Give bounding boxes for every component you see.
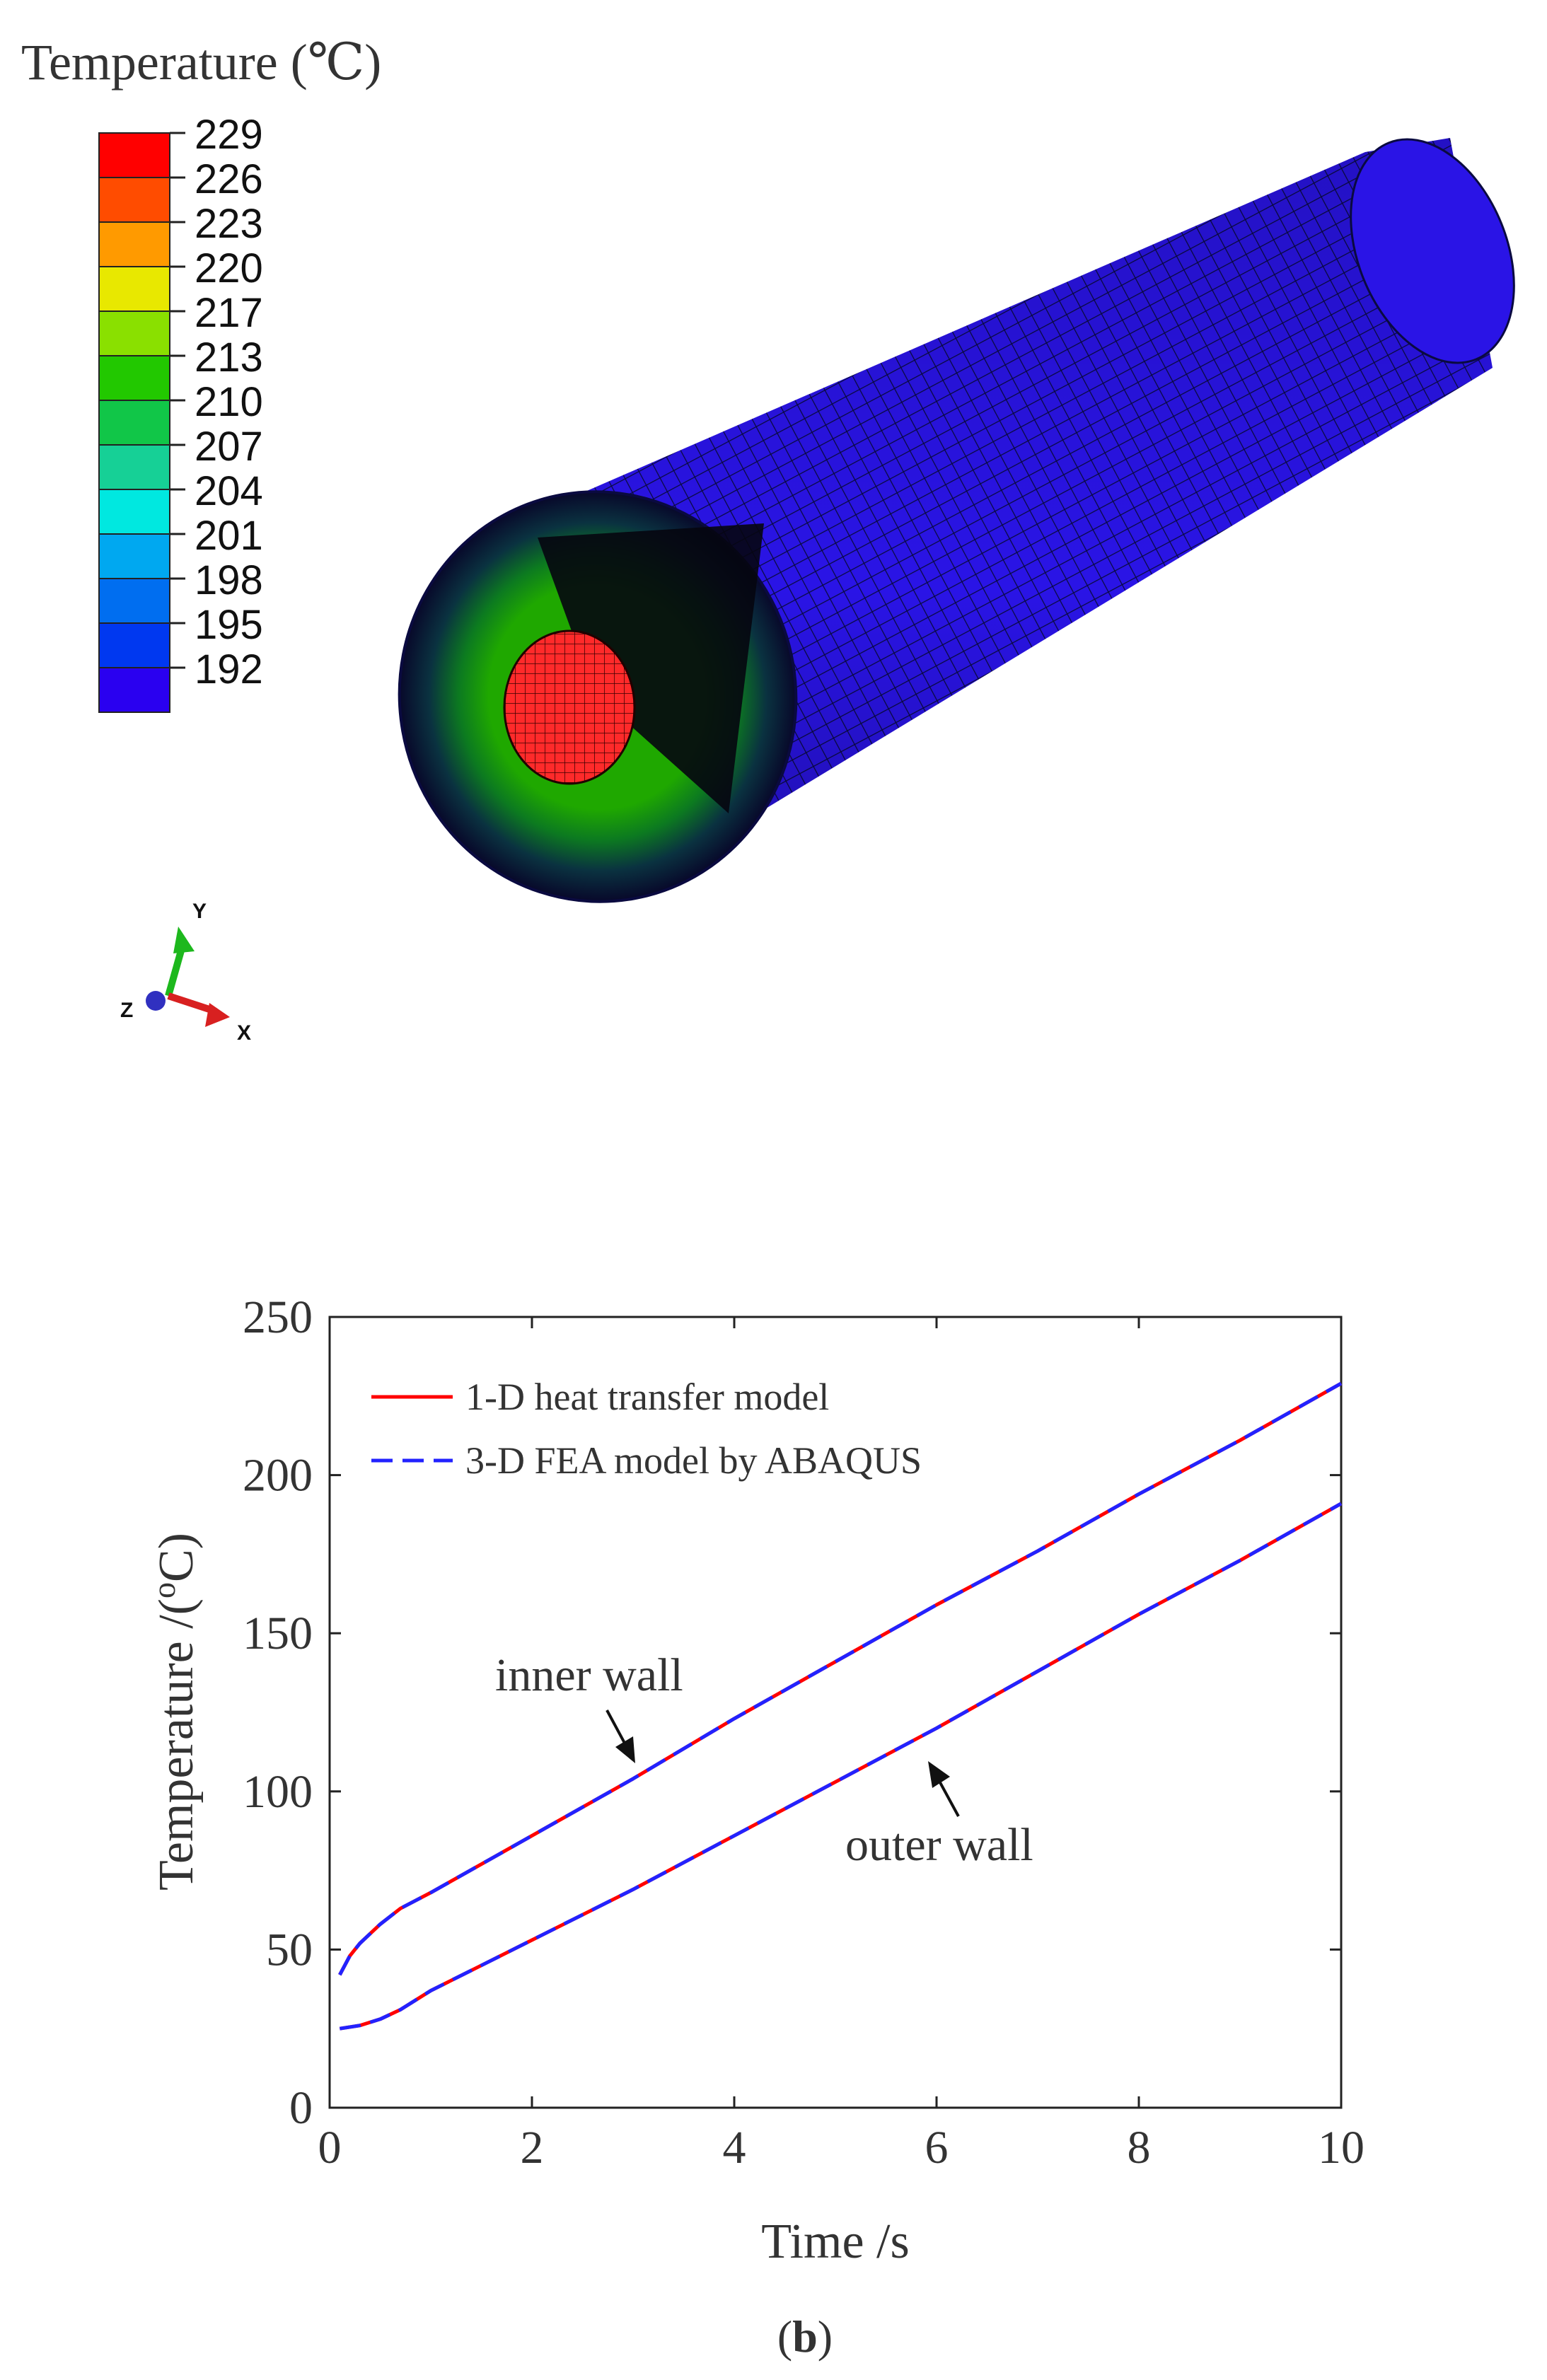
axis-x-label: X — [237, 1021, 251, 1045]
x-axis-label: Time /s — [761, 2214, 909, 2269]
y-tick-label: 100 — [243, 1766, 313, 1818]
panel-b-caption-letter: b — [792, 2311, 818, 2362]
pipe-far-end — [1350, 138, 1515, 364]
axis-y-label: Y — [192, 900, 207, 923]
legend-tick-label: 217 — [195, 290, 263, 336]
legend-tick-label: 213 — [195, 335, 263, 381]
hot-core — [503, 629, 636, 785]
chart-legend: 1-D heat transfer model 3-D FEA model by… — [371, 1376, 922, 1482]
legend-tick-label: 204 — [195, 468, 263, 514]
arrow-inner-wall-head — [615, 1736, 635, 1763]
legend-title: Temperature (℃) — [21, 34, 381, 91]
legend-tick-label: 220 — [195, 245, 263, 291]
x-tick-label: 0 — [318, 2122, 342, 2173]
panel-a-caption-letter: a — [763, 1097, 785, 1103]
x-tick-label: 8 — [1128, 2122, 1151, 2173]
legend-swatch-12 — [98, 667, 170, 713]
pipe-model — [398, 138, 1515, 903]
y-axis-label-sup: o — [146, 1582, 182, 1598]
x-tick-label: 10 — [1318, 2122, 1365, 2173]
legend-tick-label: 207 — [195, 424, 263, 470]
legend-tick-label: 198 — [195, 557, 263, 603]
z-axis-dot — [146, 991, 166, 1011]
series-line-outer-wall-3d-fea — [339, 1502, 1343, 2031]
legend-swatch-6 — [98, 400, 170, 446]
legend-swatch-9 — [98, 533, 170, 579]
legend-swatch-11 — [98, 622, 170, 668]
legend-swatch-10 — [98, 578, 170, 624]
legend-tick-label: 223 — [195, 201, 263, 247]
axis-z-label: Z — [120, 999, 133, 1022]
legend-swatch-1 — [98, 177, 170, 223]
legend-swatch-7 — [98, 444, 170, 490]
legend-tick-label: 195 — [195, 602, 263, 648]
annotation-inner-wall: inner wall — [495, 1649, 683, 1701]
series-layer — [338, 1381, 1343, 2031]
annotations: inner wall outer wall — [495, 1649, 1033, 1871]
x-tick-label: 2 — [521, 2122, 544, 2173]
y-axis-label-main: Temperature /( — [149, 1598, 204, 1891]
plot-area — [328, 1316, 1343, 2109]
legend-swatch-4 — [98, 310, 170, 356]
y-axis-label-end: C) — [149, 1533, 204, 1582]
panel-b-caption: (b) — [777, 2311, 833, 2362]
x-tick-label: 6 — [925, 2122, 949, 2173]
y-tick-label: 250 — [243, 1291, 313, 1343]
legend-swatch-0 — [98, 132, 170, 178]
legend-label-3d: 3-D FEA model by ABAQUS — [465, 1439, 922, 1482]
cutaway-wedge — [538, 523, 764, 813]
legend-swatch-3 — [98, 266, 170, 312]
arrow-outer-wall-head — [928, 1761, 950, 1788]
y-tick-label: 0 — [289, 2082, 313, 2134]
legend-tick-label: 210 — [195, 379, 263, 425]
legend-tick-label: 192 — [195, 646, 263, 692]
panel-a-figure: Temperature (℃) 229226223220217213210207… — [21, 34, 1515, 1103]
panel-a-caption: (a) — [748, 1097, 801, 1103]
legend-tick-label: 201 — [195, 513, 263, 559]
axis-triad: Y Z X — [120, 900, 251, 1045]
legend-swatch-5 — [98, 355, 170, 401]
legend-tick-label: 229 — [195, 112, 263, 158]
legend-tick-label: 226 — [195, 156, 263, 202]
y-tick-label: 200 — [243, 1450, 313, 1502]
y-axis-label: Temperature /(oC) — [146, 1533, 204, 1891]
legend-label-1d: 1-D heat transfer model — [465, 1376, 829, 1418]
y-tick-label: 150 — [243, 1608, 313, 1659]
annotation-outer-wall: outer wall — [845, 1819, 1033, 1871]
y-tick-label: 50 — [266, 1924, 313, 1975]
series-line-inner-wall-3d-fea — [338, 1381, 1343, 1976]
x-tick-label: 4 — [723, 2122, 746, 2173]
legend-swatch-8 — [98, 489, 170, 535]
legend-swatch-2 — [98, 221, 170, 267]
